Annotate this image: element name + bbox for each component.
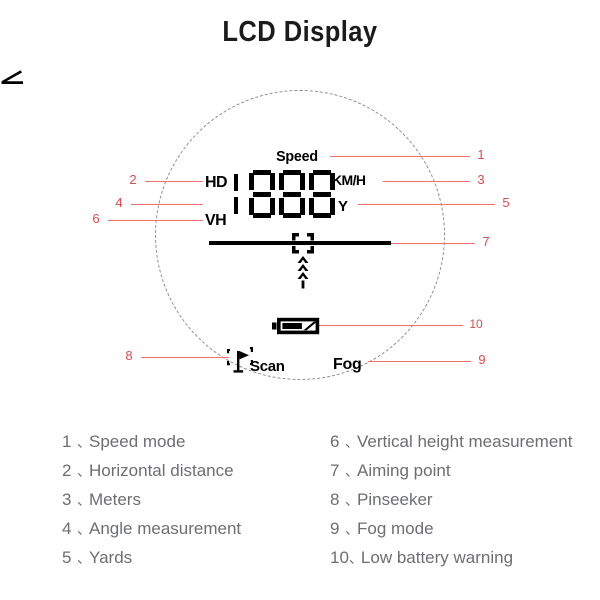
legend: 1 、 Speed mode 2 、 Horizontal distance 3… bbox=[0, 432, 600, 592]
legend-label: Yards bbox=[89, 548, 133, 567]
legend-index: 8 bbox=[330, 490, 340, 509]
legend-separator: 、 bbox=[345, 521, 359, 537]
legend-item-5: 5 、 Yards bbox=[62, 548, 241, 577]
legend-index: 6 bbox=[330, 432, 340, 451]
legend-index: 1 bbox=[62, 432, 72, 451]
legend-label: Speed mode bbox=[89, 432, 186, 451]
callout-6[interactable]: 6 bbox=[85, 209, 107, 231]
low-battery-icon bbox=[272, 317, 320, 335]
leader-line-3 bbox=[383, 181, 470, 183]
lcd-digit-1 bbox=[234, 170, 245, 218]
legend-separator: 、 bbox=[345, 492, 359, 508]
callout-7[interactable]: 7 bbox=[475, 232, 497, 254]
legend-index: 10 bbox=[330, 548, 349, 567]
leader-line-10 bbox=[318, 325, 463, 327]
legend-label: Horizontal distance bbox=[89, 461, 234, 480]
lcd-diagram: Speed HD VH KM/H Y bbox=[0, 70, 600, 420]
legend-item-3: 3 、 Meters bbox=[62, 490, 241, 519]
lcd-digit-3 bbox=[279, 170, 305, 218]
callout-2[interactable]: 2 bbox=[122, 170, 144, 192]
legend-separator: 、 bbox=[348, 550, 363, 566]
leader-line-6 bbox=[108, 220, 203, 222]
legend-separator: 、 bbox=[77, 434, 91, 450]
legend-label: Vertical height measurement bbox=[357, 432, 573, 451]
lcd-unit-kmh: KM/H bbox=[332, 172, 366, 188]
legend-index: 2 bbox=[62, 461, 72, 480]
legend-label: Low battery warning bbox=[360, 548, 514, 567]
legend-label: Fog mode bbox=[357, 519, 434, 538]
lcd-vh-label: VH bbox=[205, 212, 227, 229]
legend-separator: 、 bbox=[77, 521, 91, 537]
legend-item-10: 10 、 Low battery warning bbox=[330, 548, 572, 577]
leader-line-4 bbox=[131, 204, 203, 206]
leader-line-8 bbox=[141, 357, 229, 359]
lcd-digit-4 bbox=[309, 170, 335, 218]
legend-label: Aiming point bbox=[357, 461, 451, 480]
legend-column-right: 6 、 Vertical height measurement 7 、 Aimi… bbox=[330, 432, 572, 577]
legend-label: Pinseeker bbox=[357, 490, 433, 509]
legend-separator: 、 bbox=[77, 463, 91, 479]
leader-line-9 bbox=[368, 361, 471, 363]
legend-item-4: 4 、 Angle measurement bbox=[62, 519, 241, 548]
legend-item-8: 8 、 Pinseeker bbox=[330, 490, 572, 519]
legend-item-2: 2 、 Horizontal distance bbox=[62, 461, 241, 490]
leader-line-2 bbox=[145, 181, 203, 183]
legend-column-left: 1 、 Speed mode 2 、 Horizontal distance 3… bbox=[62, 432, 241, 577]
leader-line-7 bbox=[390, 243, 475, 245]
callout-4[interactable]: 4 bbox=[108, 193, 130, 215]
aiming-horizontal-line bbox=[209, 241, 391, 245]
legend-separator: 、 bbox=[77, 550, 91, 566]
legend-index: 3 bbox=[62, 490, 72, 509]
legend-separator: 、 bbox=[345, 434, 359, 450]
leader-line-1 bbox=[330, 156, 470, 158]
lcd-speed-label: Speed bbox=[276, 148, 318, 165]
lens-circle-outline bbox=[155, 90, 445, 380]
legend-index: 9 bbox=[330, 519, 340, 538]
callout-1[interactable]: 1 bbox=[470, 145, 492, 167]
callout-9[interactable]: 9 bbox=[471, 350, 493, 372]
aiming-reticle-icon bbox=[292, 233, 314, 289]
legend-label: Angle measurement bbox=[89, 519, 242, 538]
flag-pinseeker-icon bbox=[227, 347, 253, 373]
legend-item-9: 9 、 Fog mode bbox=[330, 519, 572, 548]
legend-index: 7 bbox=[330, 461, 340, 480]
callout-8[interactable]: 8 bbox=[118, 346, 140, 368]
lcd-digit-2 bbox=[249, 170, 275, 218]
callout-10[interactable]: 10 bbox=[463, 314, 489, 336]
legend-index: 5 bbox=[62, 548, 72, 567]
legend-item-7: 7 、 Aiming point bbox=[330, 461, 572, 490]
legend-item-6: 6 、 Vertical height measurement bbox=[330, 432, 572, 461]
lcd-scan-label: Scan bbox=[250, 358, 285, 375]
leader-line-5 bbox=[358, 204, 495, 206]
callout-5[interactable]: 5 bbox=[495, 193, 517, 215]
legend-index: 4 bbox=[62, 519, 72, 538]
lcd-digits bbox=[234, 170, 335, 218]
legend-label: Meters bbox=[89, 490, 141, 509]
legend-separator: 、 bbox=[77, 492, 91, 508]
angle-triangle-icon bbox=[1, 70, 23, 84]
callout-3[interactable]: 3 bbox=[470, 170, 492, 192]
lcd-unit-yards: Y bbox=[338, 198, 349, 215]
lcd-fog-label: Fog bbox=[333, 356, 362, 373]
legend-separator: 、 bbox=[345, 463, 359, 479]
page-title: LCD Display bbox=[222, 16, 378, 48]
legend-item-1: 1 、 Speed mode bbox=[62, 432, 241, 461]
lcd-hd-label: HD bbox=[205, 174, 228, 191]
